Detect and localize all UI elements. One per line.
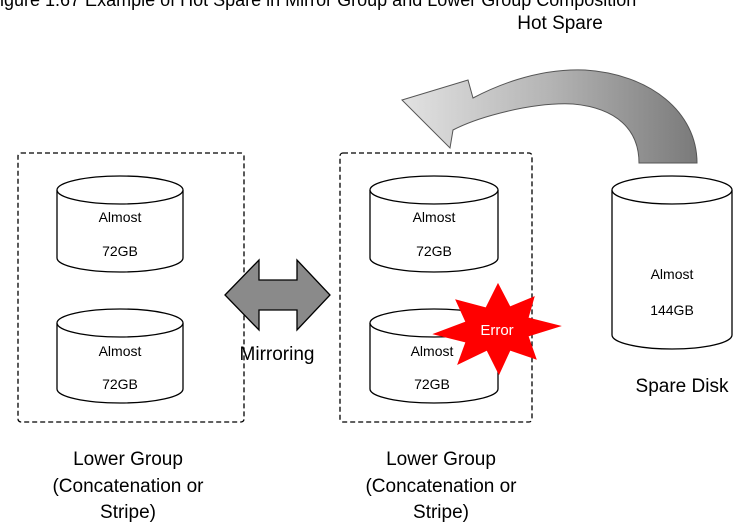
spare-disk: Almost 144GB xyxy=(611,175,733,350)
disk-capacity-line1: Almost xyxy=(413,209,456,225)
disk-capacity-line2: 72GB xyxy=(416,243,452,259)
disk-capacity-line1: Almost xyxy=(99,343,142,359)
hot-spare-label: Hot Spare xyxy=(517,13,603,34)
error-label: Error xyxy=(480,322,513,339)
left-group-label-line2: (Concatenation or xyxy=(52,476,204,497)
disk-capacity-line1: Almost xyxy=(99,209,142,225)
disk-capacity-line1: Almost xyxy=(411,343,454,359)
mirroring-label: Mirroring xyxy=(240,344,315,365)
right-group-label-line1: Lower Group xyxy=(386,449,496,470)
right-group-label-line2: (Concatenation or xyxy=(365,476,517,497)
disk-capacity-line2: 72GB xyxy=(102,243,138,259)
spare-disk-capacity-line2: 144GB xyxy=(650,302,694,318)
left-group-label-line3: Stripe) xyxy=(100,502,156,523)
spare-disk-label: Spare Disk xyxy=(636,376,729,397)
disk-capacity-line2: 72GB xyxy=(102,376,138,392)
figure-caption-cutoff: igure 1.67 Example of Hot Spare in Mirro… xyxy=(0,0,637,10)
left-group-label-line1: Lower Group xyxy=(73,449,183,470)
mirroring-arrow xyxy=(224,258,331,332)
disk-capacity-line2: 72GB xyxy=(414,376,450,392)
error-burst-icon: Error xyxy=(432,282,562,376)
hot-spare-arrow xyxy=(401,69,698,164)
right-disk-top: Almost 72GB xyxy=(369,175,499,273)
left-disk-bottom: Almost 72GB xyxy=(56,308,184,404)
left-disk-top: Almost 72GB xyxy=(56,175,184,273)
right-group-label-line3: Stripe) xyxy=(413,502,469,523)
right-lower-group-box xyxy=(339,152,533,423)
spare-disk-capacity-line1: Almost xyxy=(651,266,694,282)
